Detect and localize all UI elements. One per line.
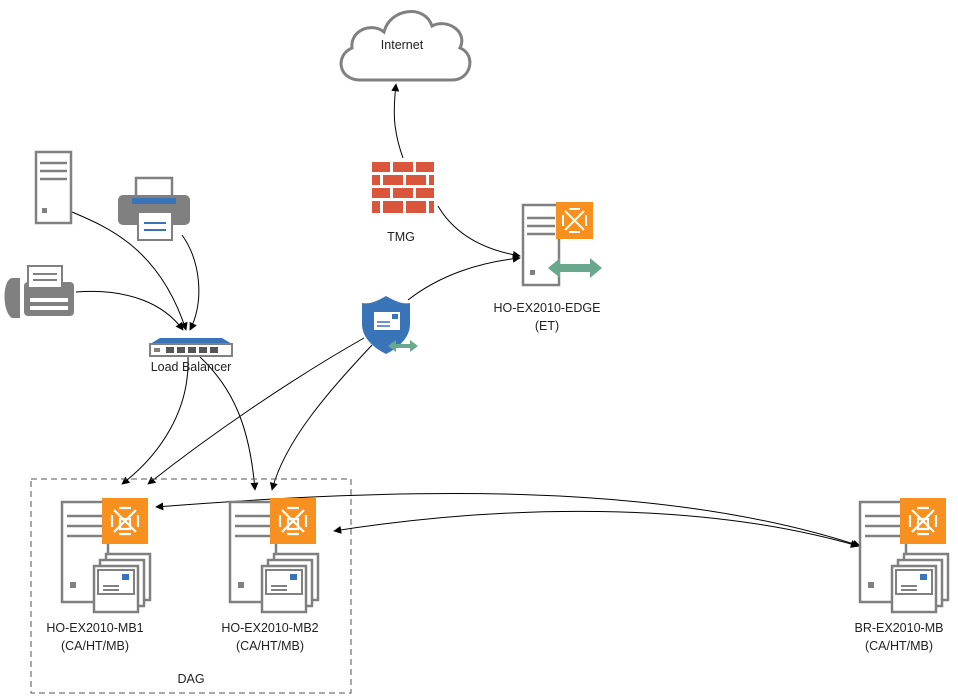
tmg-label: TMG	[387, 230, 415, 244]
internet-label: Internet	[381, 38, 424, 52]
connectors	[71, 83, 861, 548]
exchange-edge-server-icon	[521, 202, 602, 287]
dag-boundary	[30, 478, 352, 694]
printer-icon	[118, 176, 190, 241]
exchange-mailbox-server-icon-br	[858, 496, 950, 614]
edge-fax-lb	[75, 290, 184, 331]
edge-shield-edge	[407, 254, 521, 301]
exchange-mailbox-server-icon-mb1	[60, 496, 152, 614]
load-balancer-label: Load Balancer	[151, 360, 232, 374]
firewall-icon	[372, 162, 434, 213]
edge-server-name: HO-EX2010-EDGE	[494, 301, 601, 315]
fax-icon	[4, 265, 74, 318]
edge-mb1-br	[155, 493, 861, 548]
mail-shield-icon	[362, 296, 418, 354]
mb2-server-name: HO-EX2010-MB2	[221, 621, 318, 635]
mb2-server-role: (CA/HT/MB)	[236, 639, 304, 653]
edge-tmg-internet	[391, 83, 404, 159]
edge-printer-lb	[181, 234, 200, 331]
mb1-server-name: HO-EX2010-MB1	[46, 621, 143, 635]
edge-server-lb	[71, 211, 188, 331]
edge-server-role: (ET)	[535, 319, 559, 333]
br-server-role: (CA/HT/MB)	[865, 639, 933, 653]
edge-mb2-br	[333, 510, 859, 548]
edge-lb-mb2	[199, 356, 259, 491]
mb1-server-role: (CA/HT/MB)	[61, 639, 129, 653]
cloud-icon	[339, 10, 472, 82]
server-icon	[34, 150, 73, 225]
edge-tmg-edge	[437, 205, 521, 259]
edge-lb-mb1	[121, 356, 189, 485]
edge-shield-mb1	[147, 337, 365, 485]
br-server-name: BR-EX2010-MB	[855, 621, 944, 635]
double-arrow-icon	[548, 258, 602, 278]
exchange-mailbox-server-icon-mb2	[228, 496, 320, 614]
switch-icon	[149, 338, 233, 357]
edge-shield-mb2	[269, 344, 373, 491]
dag-label: DAG	[177, 672, 204, 686]
